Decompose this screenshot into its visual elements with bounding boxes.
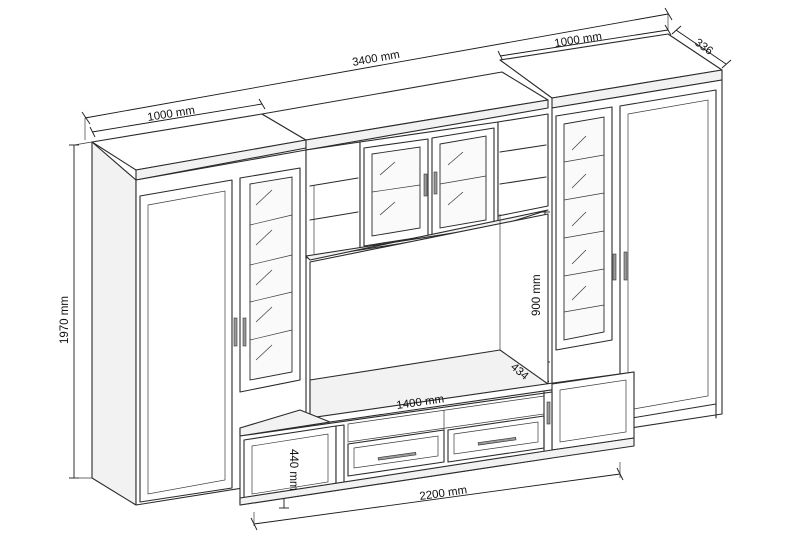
tv-stand-width-label: 2200 mm [419, 484, 468, 503]
tv-stand-height-label: 440 mm [287, 449, 299, 491]
tv-niche [309, 213, 549, 421]
left-cabinet [91, 113, 307, 506]
right-solid-door[interactable] [619, 89, 717, 421]
left-door-handle[interactable] [233, 317, 238, 347]
left-solid-door[interactable] [139, 179, 233, 503]
tv-stand [239, 371, 635, 506]
left-glass-handle[interactable] [242, 317, 247, 347]
tv-stand-drawer-left[interactable] [347, 429, 445, 477]
tv-stand-right-handle[interactable] [546, 401, 551, 425]
tv-stand-left-door[interactable] [335, 424, 345, 489]
center-left-handle[interactable] [423, 173, 428, 197]
right-door-handle[interactable] [623, 251, 628, 281]
center-upper [261, 71, 549, 261]
niche-height-label: 900 mm [531, 274, 543, 316]
right-glass-handle[interactable] [612, 253, 617, 281]
drawer-right-handle[interactable] [477, 437, 517, 446]
right-cabinet [499, 33, 723, 441]
height-label: 1970 mm [59, 296, 71, 344]
left-cabinet-width-label: 1000 mm [147, 105, 196, 124]
drawer-left-handle[interactable] [377, 452, 417, 461]
center-right-handle[interactable] [433, 171, 438, 195]
